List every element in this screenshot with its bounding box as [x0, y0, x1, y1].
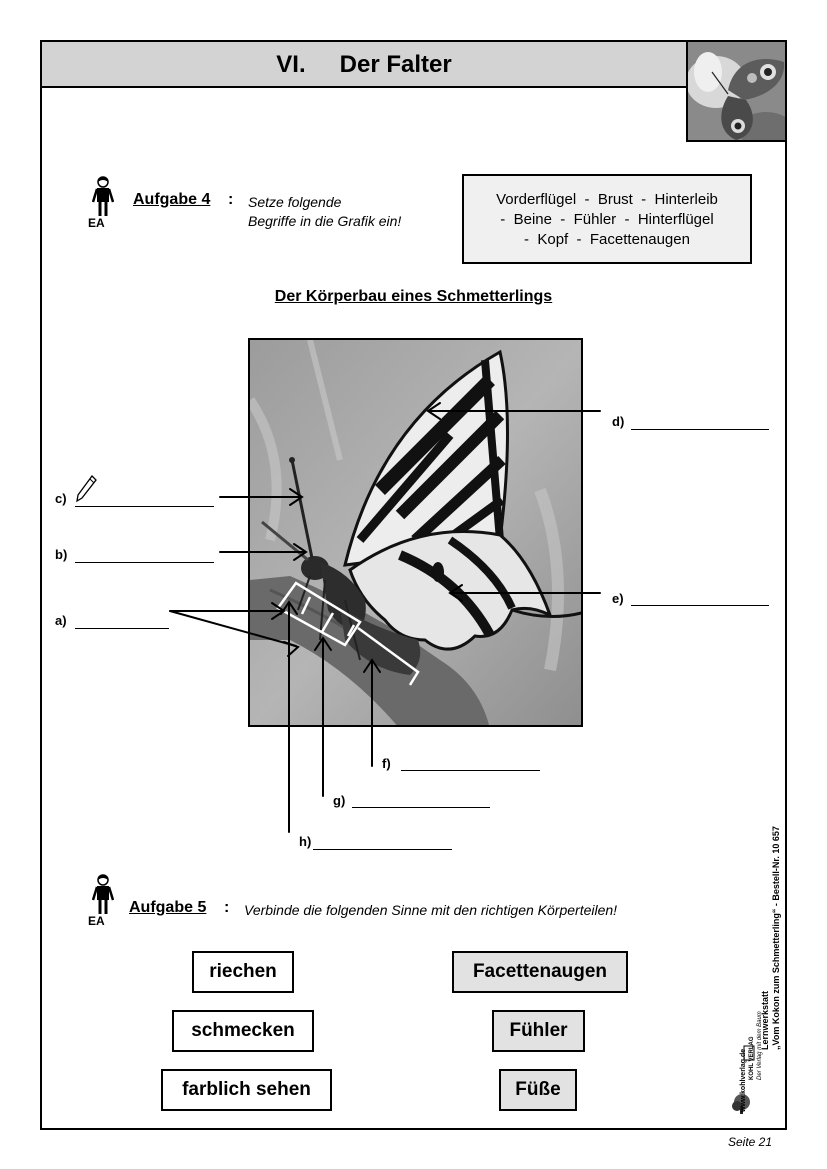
chapter-title: VI. Der Falter: [42, 42, 686, 90]
chapter-header: VI. Der Falter: [40, 40, 686, 88]
terms-line-1: Vorderflügel - Brust - Hinterleib: [496, 191, 718, 208]
body-part-box-fuesse[interactable]: Füße: [499, 1069, 577, 1111]
page-number: Seite 21: [728, 1135, 773, 1149]
label-f: f): [382, 756, 391, 771]
sense-box-riechen[interactable]: riechen: [192, 951, 294, 993]
label-g: g): [333, 793, 346, 808]
label-a: a): [55, 613, 67, 628]
task-4-instruction-line1: Setze folgende: [248, 194, 342, 210]
answer-line-g[interactable]: [352, 807, 490, 808]
peacock-butterfly-photo: [686, 40, 787, 142]
answer-line-c[interactable]: [75, 506, 214, 507]
chapter-name: Der Falter: [339, 51, 452, 78]
answer-line-a[interactable]: [75, 628, 169, 629]
label-d: d): [612, 414, 625, 429]
chapter-number: VI.: [276, 51, 306, 78]
terms-line-2: - Beine - Fühler - Hinterflügel: [500, 211, 714, 228]
swallowtail-butterfly-photo: [248, 338, 583, 727]
task-5-label: Aufgabe 5: [129, 899, 207, 916]
body-part-box-facettenaugen[interactable]: Facettenaugen: [452, 951, 628, 993]
label-c: c): [55, 491, 67, 506]
task-4-label: Aufgabe 4: [133, 191, 211, 208]
publisher-logo-text: KOHL VERLAG: [749, 1036, 755, 1080]
answer-line-b[interactable]: [75, 562, 214, 563]
person-icon: EA: [88, 176, 118, 230]
task-5-colon: :: [224, 899, 230, 916]
pencil-icon: [76, 475, 97, 503]
publisher-title-order: „Vom Kokon zum Schmetterling“ - Bestell-…: [771, 826, 781, 1050]
sense-box-farblich-sehen[interactable]: farblich sehen: [161, 1069, 332, 1111]
publisher-logo-text-block: KOHL VERLAG Der Verlag mit dem Baum: [748, 1011, 764, 1080]
publisher-tagline: Der Verlag mit dem Baum: [757, 1011, 763, 1080]
person-icon: EA: [88, 874, 118, 928]
sense-box-schmecken[interactable]: schmecken: [172, 1010, 314, 1052]
label-b: b): [55, 547, 68, 562]
diagram-title: Der Körperbau eines Schmetterlings: [274, 288, 553, 305]
task-4-colon: :: [228, 191, 234, 208]
publisher-logo: [731, 1044, 757, 1114]
terms-line-3: - Kopf - Facettenaugen: [524, 231, 690, 248]
task-mode-label: EA: [88, 216, 105, 230]
body-part-box-fuehler[interactable]: Fühler: [492, 1010, 585, 1052]
answer-line-d[interactable]: [631, 429, 769, 430]
task-4-instruction-line2: Begriffe in die Grafik ein!: [248, 213, 402, 229]
label-e: e): [612, 591, 624, 606]
task-mode-label: EA: [88, 914, 105, 928]
label-h: h): [299, 834, 312, 849]
answer-line-f[interactable]: [401, 770, 540, 771]
answer-line-e[interactable]: [631, 605, 769, 606]
answer-line-h[interactable]: [313, 849, 452, 850]
terms-box: Vorderflügel - Brust - Hinterleib - Bein…: [462, 174, 752, 264]
task-5-instruction: Verbinde die folgenden Sinne mit den ric…: [244, 902, 618, 918]
